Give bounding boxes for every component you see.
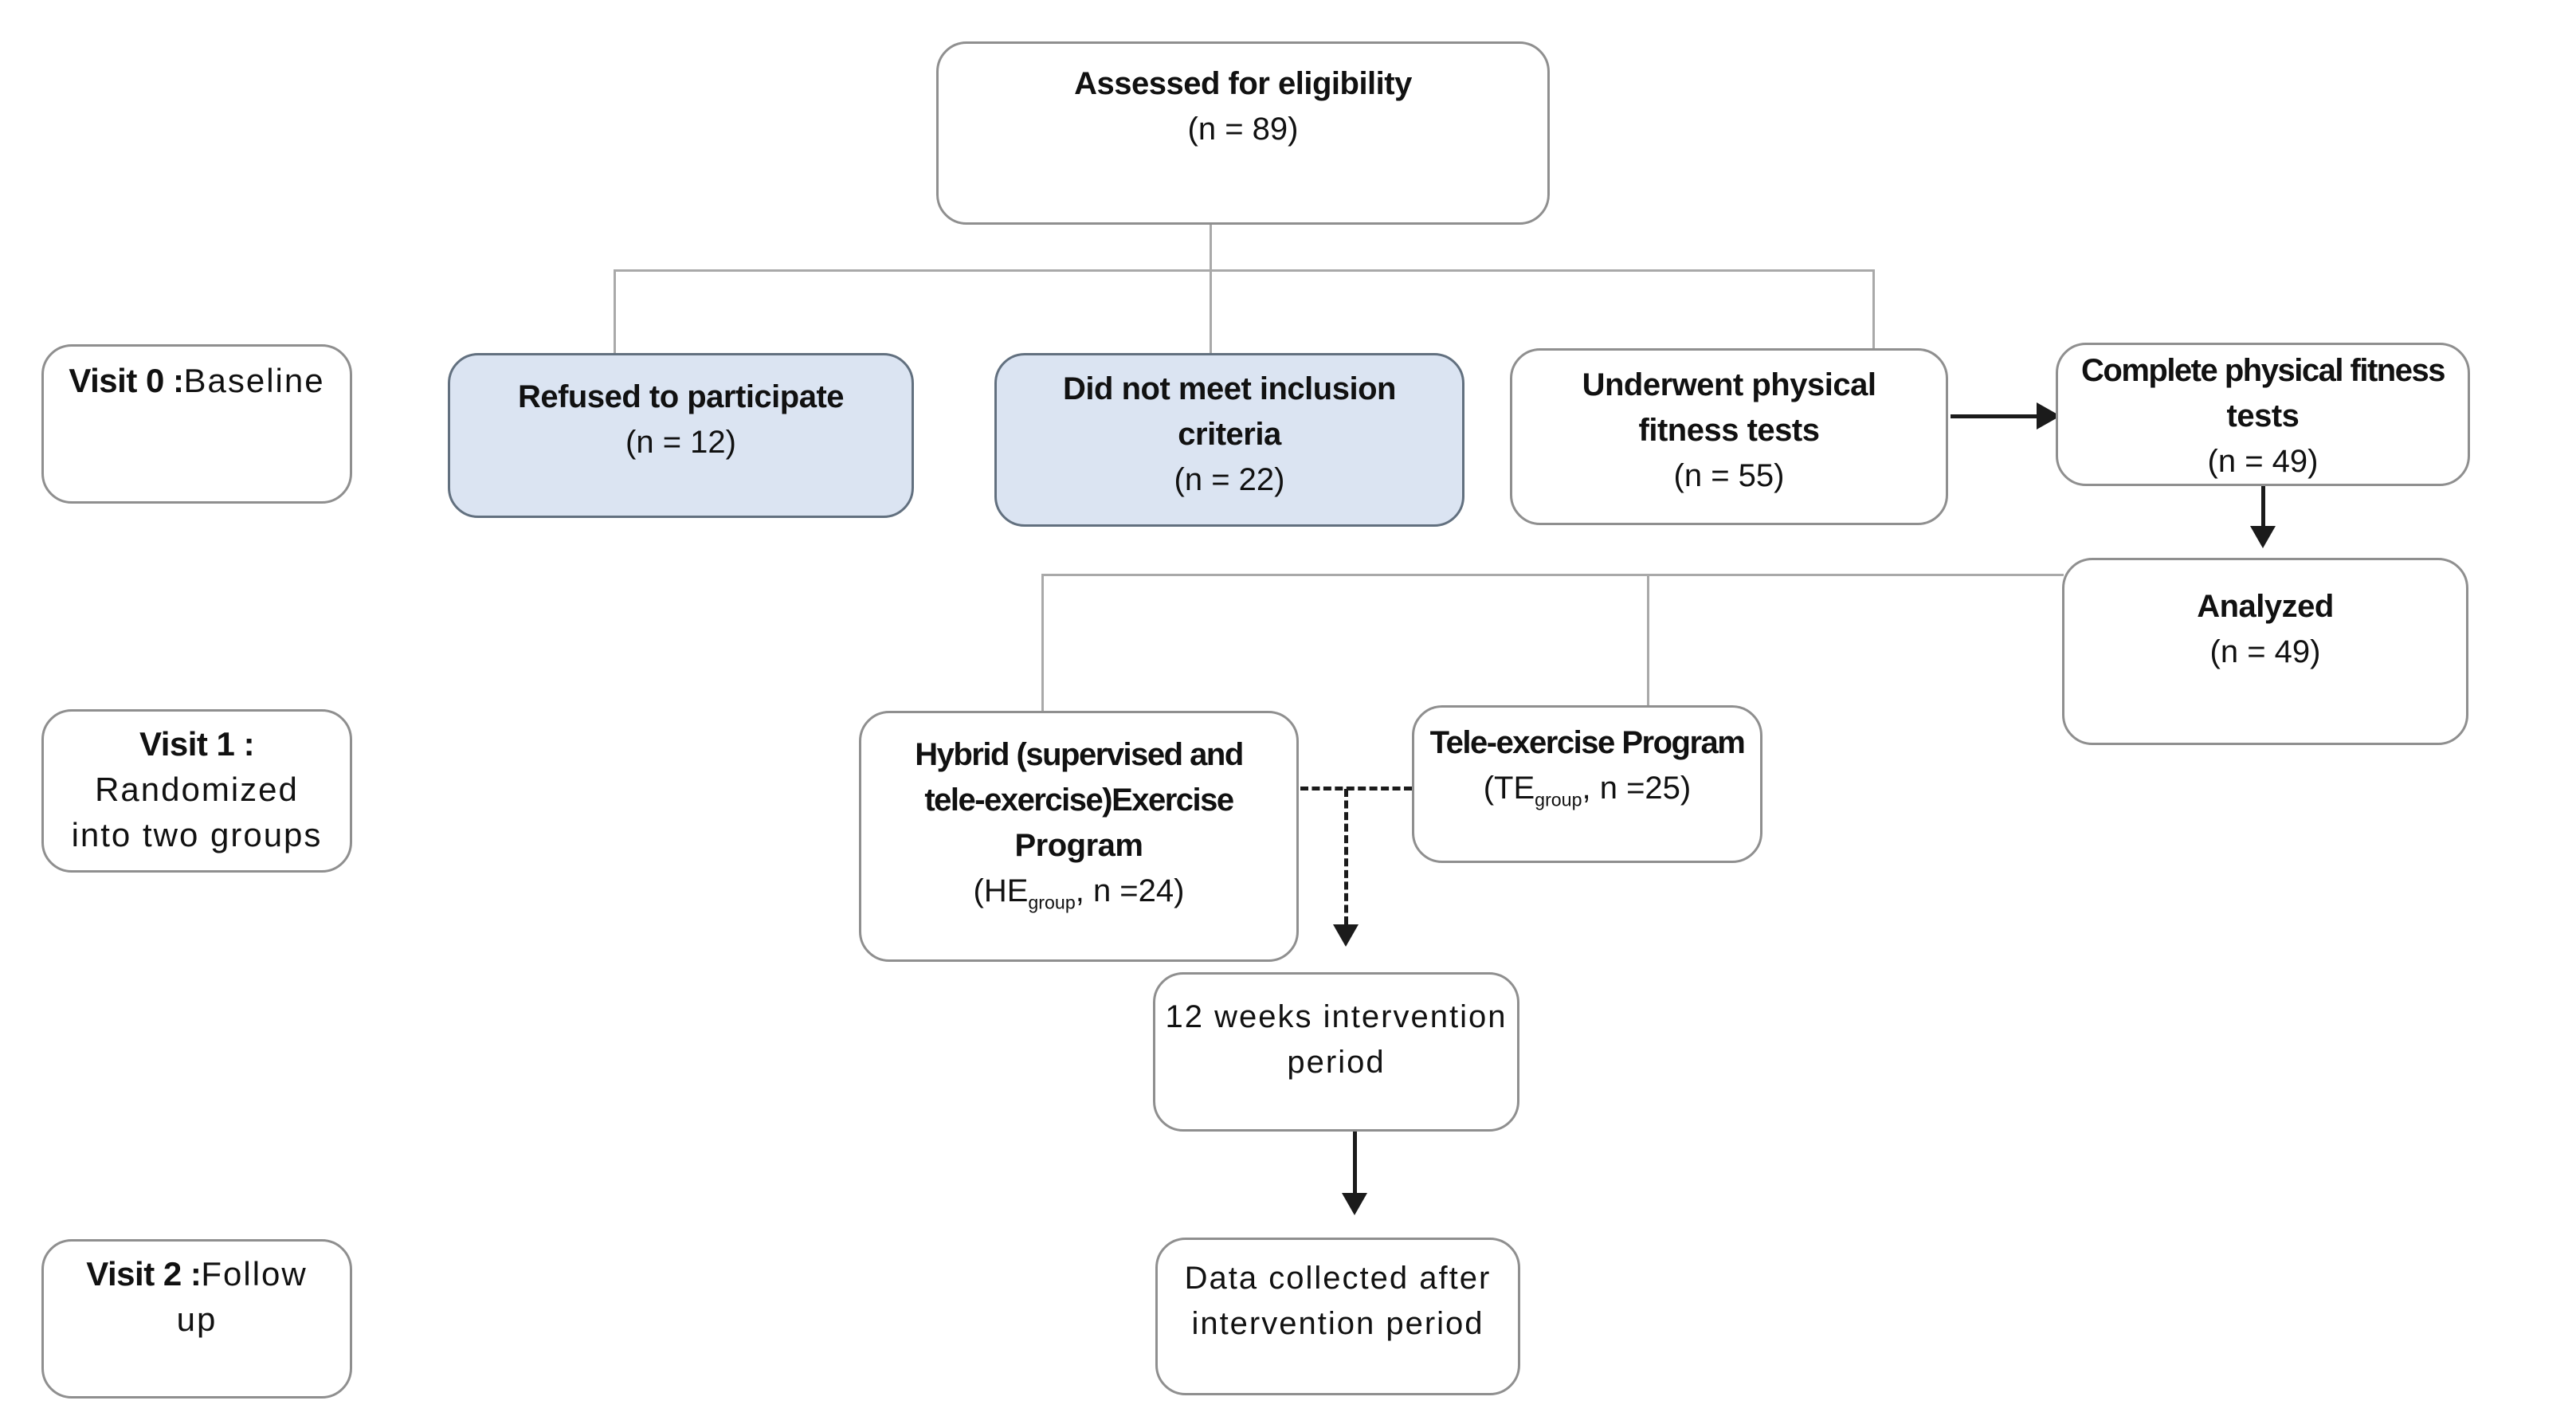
box-title-line1: Complete physical fitness <box>2081 353 2445 388</box>
box-title-line1: Underwent physical <box>1582 367 1876 402</box>
connector-drop-tele <box>1647 574 1649 707</box>
box-tele-exercise-program: Tele-exercise Program (TEgroup, n =25) <box>1412 705 1762 863</box>
stage-label-visit1-randomized: Visit 1 : Randomized into two groups <box>41 709 352 873</box>
n-subscript: group <box>1535 789 1582 810</box>
stage-label-line: Visit 2 :Follow <box>44 1251 350 1297</box>
visit-number: Visit 2 : <box>86 1255 202 1293</box>
visit-text-line2: up <box>176 1300 218 1338</box>
dashed-connector-horizontal <box>1300 787 1412 790</box>
box-n-count: (n = 89) <box>1187 112 1299 147</box>
box-underwent-physical-fitness-tests: Underwent physical fitness tests (n = 55… <box>1510 348 1948 525</box>
box-analyzed: Analyzed (n = 49) <box>2062 558 2468 745</box>
connector-top-branch <box>614 269 1874 272</box>
connector-drop-underwent <box>1872 269 1875 350</box>
n-subscript: group <box>1028 892 1076 913</box>
box-title-line1: Did not meet inclusion <box>1063 371 1396 406</box>
arrow-complete-to-analyzed-shaft <box>2261 486 2265 528</box>
box-n-count: (n = 49) <box>2207 444 2319 479</box>
stage-label-line: Visit 0 :Baseline <box>44 358 350 403</box>
n-suffix: , n =25) <box>1582 771 1692 806</box>
box-data-collected-after-intervention: Data collected after intervention period <box>1155 1238 1520 1395</box>
box-line1: Data collected after <box>1184 1261 1492 1296</box>
box-line1: 12 weeks intervention <box>1165 999 1508 1034</box>
box-title: Analyzed <box>2197 589 2334 624</box>
arrow-weeks-to-data-shaft <box>1353 1131 1357 1195</box>
box-refused-to-participate: Refused to participate (n = 12) <box>448 353 914 518</box>
box-line2: intervention period <box>1191 1306 1484 1341</box>
box-title-line2: criteria <box>1178 417 1281 452</box>
arrow-down-icon <box>1342 1193 1367 1215</box>
visit-text-line2: Randomized <box>95 771 299 808</box>
dashed-arrow-down-icon <box>1333 924 1359 947</box>
box-did-not-meet-inclusion-criteria: Did not meet inclusion criteria (n = 22) <box>994 353 1464 527</box>
box-title-line1: Hybrid (supervised and <box>915 737 1244 772</box>
arrow-underwent-to-complete-shaft <box>1951 414 2038 418</box>
visit-number: Visit 1 : <box>139 725 255 763</box>
connector-randomization-branch <box>1041 574 2064 576</box>
visit-text-line3: into two groups <box>71 816 323 853</box>
visit-text: Baseline <box>183 362 325 399</box>
visit-text: Follow <box>201 1255 308 1293</box>
box-title-line2: fitness tests <box>1638 413 1820 448</box>
stage-label-visit0-baseline: Visit 0 :Baseline <box>41 344 352 504</box>
box-n-count: (TEgroup, n =25) <box>1414 766 1760 822</box>
dashed-connector-vertical <box>1344 789 1348 924</box>
box-title-line2: tests <box>2226 398 2300 434</box>
box-n-count: (n = 22) <box>1174 462 1285 497</box>
arrow-down-icon <box>2250 526 2276 548</box>
box-assessed-for-eligibility: Assessed for eligibility (n = 89) <box>936 41 1550 225</box>
box-complete-physical-fitness-tests: Complete physical fitness tests (n = 49) <box>2056 343 2470 486</box>
box-n-count: (n = 55) <box>1673 458 1785 493</box>
box-n-count: (n = 49) <box>2209 634 2321 669</box>
connector-drop-hybrid <box>1041 574 1044 712</box>
box-12-weeks-intervention-period: 12 weeks intervention period <box>1153 972 1519 1132</box>
connector-drop-refused <box>614 269 616 355</box>
box-title: Tele-exercise Program <box>1429 725 1746 760</box>
box-hybrid-exercise-program: Hybrid (supervised and tele-exercise)Exe… <box>859 711 1299 962</box>
box-n-count: (n = 12) <box>625 425 736 460</box>
stage-label-visit2-follow-up: Visit 2 :Follow up <box>41 1239 352 1399</box>
connector-assessed-down <box>1210 225 1212 353</box>
box-line2: period <box>1287 1045 1386 1080</box>
box-title-line3: Program <box>1014 828 1144 863</box>
visit-number: Visit 0 : <box>69 362 184 399</box>
n-prefix: (HE <box>973 873 1029 908</box>
box-title: Refused to participate <box>517 379 845 414</box>
box-n-count: (HEgroup, n =24) <box>861 869 1296 925</box>
box-title-line2: tele-exercise)Exercise <box>924 783 1234 818</box>
box-title: Assessed for eligibility <box>1074 66 1412 101</box>
n-prefix: (TE <box>1483 771 1535 806</box>
n-suffix: , n =24) <box>1075 873 1185 908</box>
